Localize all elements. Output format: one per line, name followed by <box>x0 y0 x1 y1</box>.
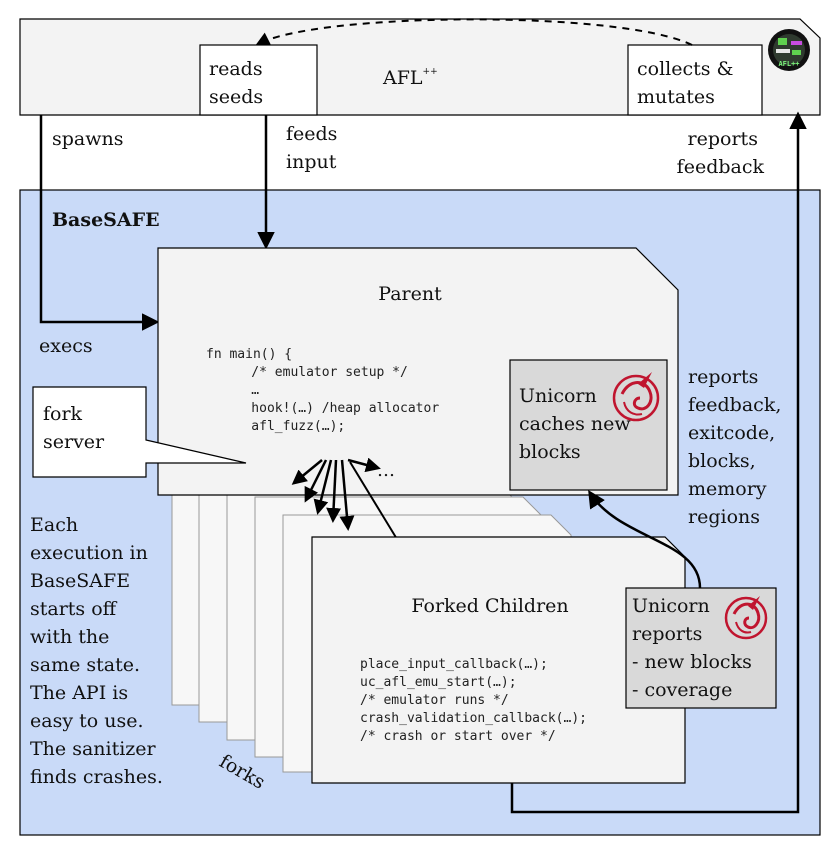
svg-text:reports feedback, exit: reports feedback, exitcode, blocks, memo… <box>688 366 787 528</box>
svg-text:place_input_callback(…); u: place_input_callback(…); uc_afl_emu_star… <box>360 657 587 744</box>
unicorn-parent-line-2: caches new <box>519 413 631 435</box>
parent-code-line: /* emulator setup */ <box>220 365 408 380</box>
reports-feedback-top-line-2: feedback <box>677 156 765 178</box>
spawns-execs-arrow <box>39 115 160 331</box>
collects-mutates-box <box>627 44 763 116</box>
unicorn-children-line-3: - new blocks <box>632 651 752 673</box>
svg-text:reads seeds: reads seeds <box>209 58 269 108</box>
fork-ellipsis: … <box>377 460 395 481</box>
forked-children-title: Forked Children <box>411 595 568 617</box>
fork-server-line-2: server <box>43 431 105 453</box>
children-code-line: uc_afl_emu_start(…); <box>360 675 517 690</box>
parent-code-line: … <box>220 383 259 398</box>
reports-feedback-right-line: feedback, <box>688 394 781 416</box>
description-line: starts off <box>30 598 118 620</box>
reports-feedback-top-line-1: reports <box>688 128 758 150</box>
unicorn-parent-line-1: Unicorn <box>519 385 597 407</box>
reports-feedback-right-line: regions <box>688 506 760 528</box>
svg-text:fn main() { /* emulato: fn main() { /* emulator setup */ … hook!… <box>0 0 478 434</box>
mutation-loop-arrow <box>255 18 693 46</box>
reads-seeds-line-1: reads <box>209 58 263 80</box>
children-code-line: /* crash or start over */ <box>360 729 556 744</box>
description-line: The API is <box>30 682 128 704</box>
description-line: with the <box>30 626 109 648</box>
basesafe-label: BaseSAFE <box>52 209 160 231</box>
reports-feedback-right-line: exitcode, <box>688 422 775 444</box>
unicorn-logo-icon <box>612 372 660 422</box>
unicorn-logo-icon <box>724 596 768 640</box>
collects-mutates-line-2: mutates <box>637 86 715 108</box>
svg-text:AFL++: AFL++ <box>778 60 799 68</box>
children-code-line: crash_validation_callback(…); <box>360 711 587 726</box>
svg-text:reports feedback: reports feedback <box>677 128 765 178</box>
parent-title: Parent <box>378 283 442 305</box>
unicorn-children-line-1: Unicorn <box>632 595 710 617</box>
fork-arrows <box>291 457 381 531</box>
svg-text:feeds input: feeds input <box>286 123 343 173</box>
unicorn-children-line-2: reports <box>632 623 702 645</box>
unicorn-report-arrow <box>588 490 702 589</box>
description-line: easy to use. <box>30 710 143 732</box>
feedback-return-arrow <box>510 111 807 814</box>
svg-text:Each execution in Base: Each execution in BaseSAFE starts off wi… <box>30 514 163 788</box>
svg-text:fork server: fork server <box>43 403 105 453</box>
svg-text:Unicorn reports - new: Unicorn reports - new blocks - coverage <box>632 595 758 701</box>
description-line: same state. <box>30 654 140 676</box>
unicorn-children-line-4: - coverage <box>632 679 732 701</box>
description-line: execution in <box>30 542 148 564</box>
description-line: BaseSAFE <box>30 570 130 592</box>
svg-text:collects & mutates: collects & mutates <box>637 58 740 108</box>
afl-title-sup: ++ <box>423 67 438 77</box>
spawns-label: spawns <box>52 128 124 150</box>
collects-mutates-line-1: collects & <box>637 58 734 80</box>
children-code-line: /* emulator runs */ <box>360 693 509 708</box>
svg-text:Unicorn caches new blo: Unicorn caches new blocks <box>519 385 637 463</box>
description-line: finds crashes. <box>30 766 163 788</box>
reports-feedback-right-line: blocks, <box>688 450 756 472</box>
afl-title: AFL <box>382 67 423 89</box>
feeds-input-line-1: feeds <box>286 123 337 145</box>
children-code-line: place_input_callback(…); <box>360 657 548 672</box>
execs-label: execs <box>39 335 93 357</box>
reports-feedback-right-line: memory <box>688 478 767 500</box>
parent-code-line: fn main() { <box>206 347 292 362</box>
fork-server-callout <box>32 386 247 478</box>
reads-seeds-line-2: seeds <box>209 86 263 108</box>
feeds-input-line-2: input <box>286 151 337 173</box>
description-line: Each <box>30 514 78 536</box>
parent-code-line: hook!(…) /heap allocator <box>220 401 439 416</box>
svg-text:AFL++: AFL++ <box>382 67 438 89</box>
afl-logo: AFL++ <box>768 29 810 71</box>
parent-code-line: afl_fuzz(…); <box>220 419 345 434</box>
reads-seeds-box <box>199 44 318 116</box>
reports-feedback-right-line: reports <box>688 366 758 388</box>
unicorn-parent-line-3: blocks <box>519 441 581 463</box>
fork-server-line-1: fork <box>43 403 83 425</box>
description-line: The sanitizer <box>30 738 157 760</box>
